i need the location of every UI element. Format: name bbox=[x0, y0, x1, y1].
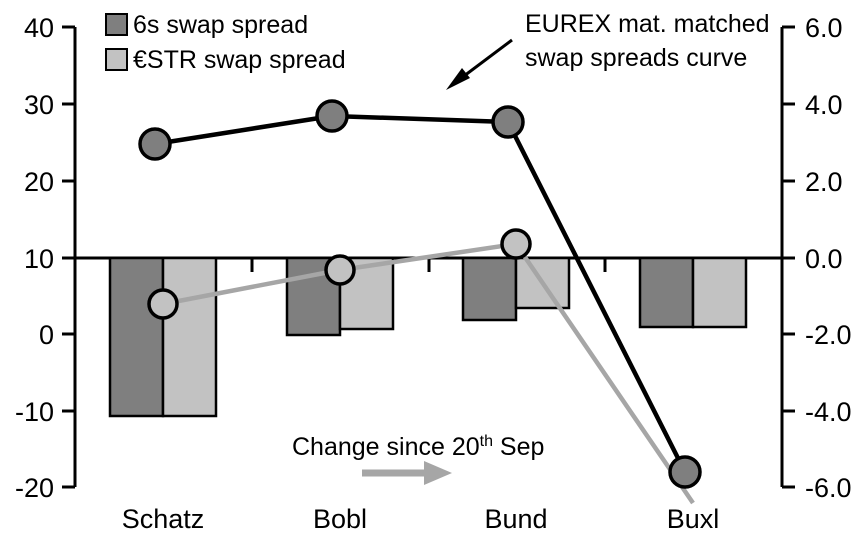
marker-eurex-bobl bbox=[315, 99, 349, 133]
legend-item-6s[interactable]: 6s swap spread bbox=[105, 11, 308, 39]
marker-change-bobl bbox=[324, 254, 356, 286]
legend-item-estr[interactable]: €STR swap spread bbox=[105, 46, 346, 74]
axis-x-ticks bbox=[73, 258, 784, 272]
category-label-bobl: Bobl bbox=[313, 504, 367, 534]
annotation-change-since: Change since 20th Sep bbox=[292, 433, 544, 485]
legend-label-6s: 6s swap spread bbox=[133, 11, 308, 39]
axis-left-tick-2: 20 bbox=[24, 167, 54, 197]
marker-change-bund bbox=[500, 228, 532, 260]
axis-left bbox=[62, 25, 77, 489]
bar-estr-schatz bbox=[161, 256, 218, 418]
axis-left-labels: 40 30 20 10 0 -10 -20 bbox=[15, 13, 54, 503]
legend-swatch-estr bbox=[105, 48, 128, 71]
bar-group-buxl bbox=[638, 256, 748, 329]
legend-swatch-6s bbox=[105, 13, 128, 36]
axis-left-tick-6: -20 bbox=[15, 473, 54, 503]
category-label-schatz: Schatz bbox=[122, 504, 205, 534]
axis-left-tick-4: 0 bbox=[39, 320, 54, 350]
annotation-eurex-line2: swap spreads curve bbox=[525, 44, 747, 72]
marker-eurex-buxl bbox=[668, 455, 702, 489]
axis-right bbox=[780, 25, 795, 489]
bar-group-bund bbox=[461, 256, 571, 322]
bar-6s-buxl bbox=[638, 256, 695, 329]
change-arrow-icon bbox=[362, 461, 452, 485]
annotation-eurex-line1: EUREX mat. matched bbox=[525, 10, 770, 38]
marker-eurex-bund bbox=[491, 105, 525, 139]
annotation-arrow-icon bbox=[446, 38, 513, 90]
marker-change-schatz bbox=[147, 288, 179, 320]
axis-left-tick-3: 10 bbox=[24, 244, 54, 274]
bar-group-schatz bbox=[108, 256, 218, 418]
axis-right-labels: 6.0 4.0 2.0 0.0 -2.0 -4.0 -6.0 bbox=[805, 13, 852, 503]
axis-right-tick-2: 2.0 bbox=[805, 167, 843, 197]
annotation-change-suffix: Sep bbox=[493, 433, 544, 461]
annotation-change-superscript: th bbox=[480, 433, 493, 450]
axis-left-tick-1: 30 bbox=[24, 90, 54, 120]
legend: 6s swap spread €STR swap spread bbox=[105, 11, 346, 74]
axis-right-tick-1: 4.0 bbox=[805, 90, 843, 120]
category-label-bund: Bund bbox=[484, 504, 547, 534]
bar-6s-bund bbox=[461, 256, 518, 322]
axis-right-tick-3: 0.0 bbox=[805, 244, 843, 274]
annotation-eurex-curve: EUREX mat. matched swap spreads curve bbox=[446, 10, 770, 90]
axis-left-tick-5: -10 bbox=[15, 397, 54, 427]
marker-eurex-schatz bbox=[138, 127, 172, 161]
series-line-change-since bbox=[147, 228, 695, 505]
annotation-change-prefix: Change since 20 bbox=[292, 433, 480, 461]
axis-right-tick-4: -2.0 bbox=[805, 320, 852, 350]
bar-estr-buxl bbox=[691, 256, 748, 329]
series-line-eurex-curve bbox=[138, 99, 702, 489]
category-label-buxl: Buxl bbox=[667, 504, 720, 534]
axis-left-tick-0: 40 bbox=[24, 13, 54, 43]
axis-right-tick-6: -6.0 bbox=[805, 473, 852, 503]
axis-right-tick-5: -4.0 bbox=[805, 397, 852, 427]
axis-right-tick-0: 6.0 bbox=[805, 13, 843, 43]
axis-x-labels: Schatz Bobl Bund Buxl bbox=[122, 504, 720, 534]
legend-label-estr: €STR swap spread bbox=[133, 46, 346, 74]
annotation-change-text: Change since 20th Sep bbox=[292, 433, 544, 461]
bar-6s-schatz bbox=[108, 256, 165, 418]
